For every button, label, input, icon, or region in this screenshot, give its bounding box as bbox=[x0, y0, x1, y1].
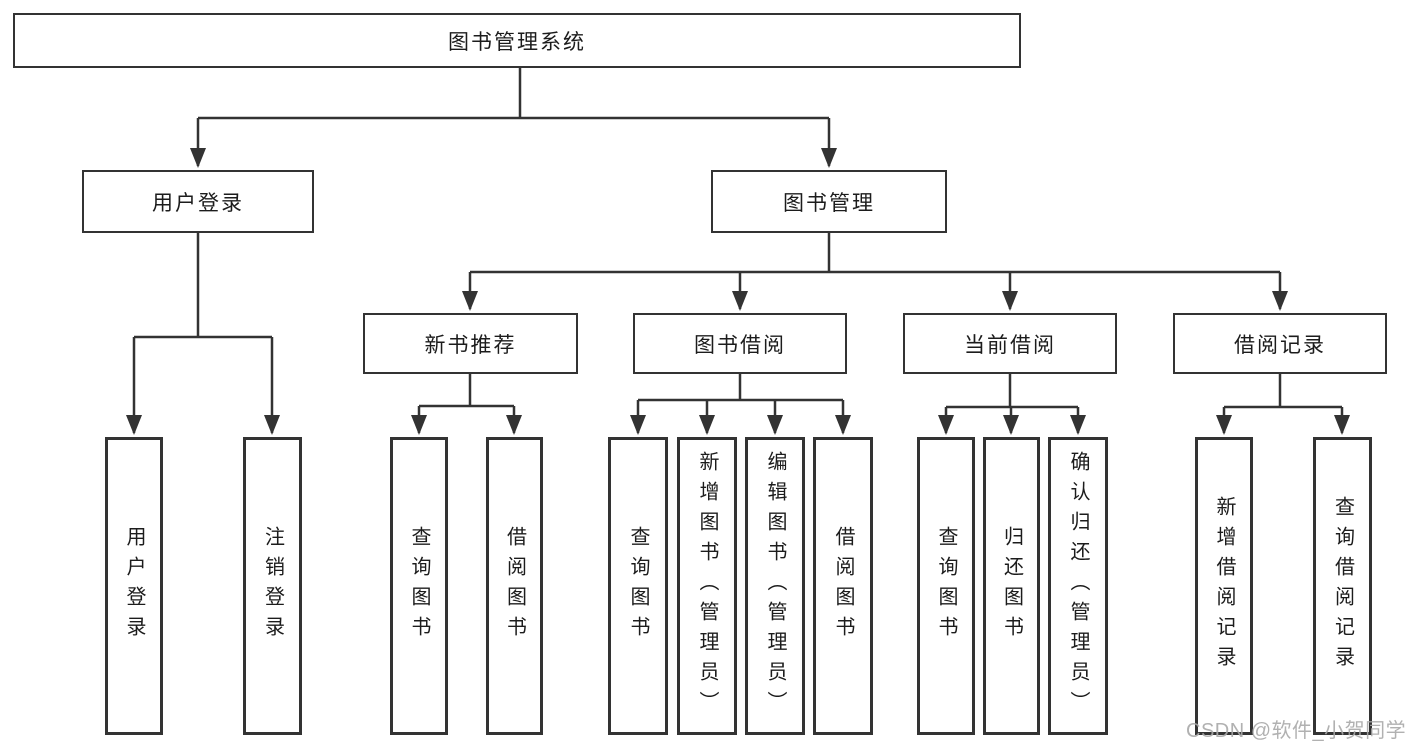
node-borrow-record-label: 借阅记录 bbox=[1234, 333, 1326, 357]
leaf-confirm-return-admin: 确认归还（管理员） bbox=[1048, 437, 1108, 735]
leaf-borrow-query-book-label: 查询图书 bbox=[627, 526, 649, 646]
node-borrow-record: 借阅记录 bbox=[1173, 313, 1387, 374]
leaf-current-query-book-label: 查询图书 bbox=[935, 526, 957, 646]
leaf-add-borrow-record-label: 新增借阅记录 bbox=[1213, 496, 1235, 676]
leaf-borrow-borrow-book: 借阅图书 bbox=[813, 437, 873, 735]
leaf-return-book-label: 归还图书 bbox=[1000, 526, 1023, 646]
node-book-borrow: 图书借阅 bbox=[633, 313, 847, 374]
leaf-query-borrow-record: 查询借阅记录 bbox=[1313, 437, 1372, 735]
leaf-newrec-query-book-label: 查询图书 bbox=[408, 526, 430, 646]
leaf-newrec-borrow-book: 借阅图书 bbox=[486, 437, 543, 735]
node-book-management: 图书管理 bbox=[711, 170, 947, 233]
node-new-book-recommend-label: 新书推荐 bbox=[424, 333, 517, 357]
leaf-user-login-label: 用户登录 bbox=[123, 526, 145, 646]
leaf-query-borrow-record-label: 查询借阅记录 bbox=[1331, 496, 1354, 676]
node-new-book-recommend: 新书推荐 bbox=[363, 313, 578, 374]
leaf-add-borrow-record: 新增借阅记录 bbox=[1195, 437, 1253, 735]
node-current-borrow: 当前借阅 bbox=[903, 313, 1117, 374]
leaf-borrow-query-book: 查询图书 bbox=[608, 437, 668, 735]
leaf-add-book-admin-label: 新增图书（管理员） bbox=[696, 451, 718, 721]
leaf-return-book: 归还图书 bbox=[983, 437, 1040, 735]
csdn-watermark: CSDN @软件_小贺同学 bbox=[1186, 720, 1405, 742]
node-root-label: 图书管理系统 bbox=[448, 30, 586, 54]
leaf-user-login: 用户登录 bbox=[105, 437, 163, 735]
node-current-borrow-label: 当前借阅 bbox=[964, 333, 1056, 357]
leaf-borrow-borrow-book-label: 借阅图书 bbox=[832, 526, 854, 646]
leaf-logout-label: 注销登录 bbox=[261, 526, 284, 646]
leaf-add-book-admin: 新增图书（管理员） bbox=[677, 437, 737, 735]
node-book-borrow-label: 图书借阅 bbox=[694, 333, 786, 357]
leaf-newrec-query-book: 查询图书 bbox=[390, 437, 448, 735]
node-book-management-label: 图书管理 bbox=[783, 191, 875, 215]
node-user-login-label: 用户登录 bbox=[152, 191, 244, 215]
node-root: 图书管理系统 bbox=[13, 13, 1021, 68]
leaf-current-query-book: 查询图书 bbox=[917, 437, 975, 735]
node-user-login: 用户登录 bbox=[82, 170, 314, 233]
leaf-newrec-borrow-book-label: 借阅图书 bbox=[503, 526, 526, 646]
leaf-edit-book-admin-label: 编辑图书（管理员） bbox=[764, 451, 786, 721]
leaf-confirm-return-admin-label: 确认归还（管理员） bbox=[1067, 451, 1089, 721]
leaf-edit-book-admin: 编辑图书（管理员） bbox=[745, 437, 805, 735]
leaf-logout: 注销登录 bbox=[243, 437, 302, 735]
